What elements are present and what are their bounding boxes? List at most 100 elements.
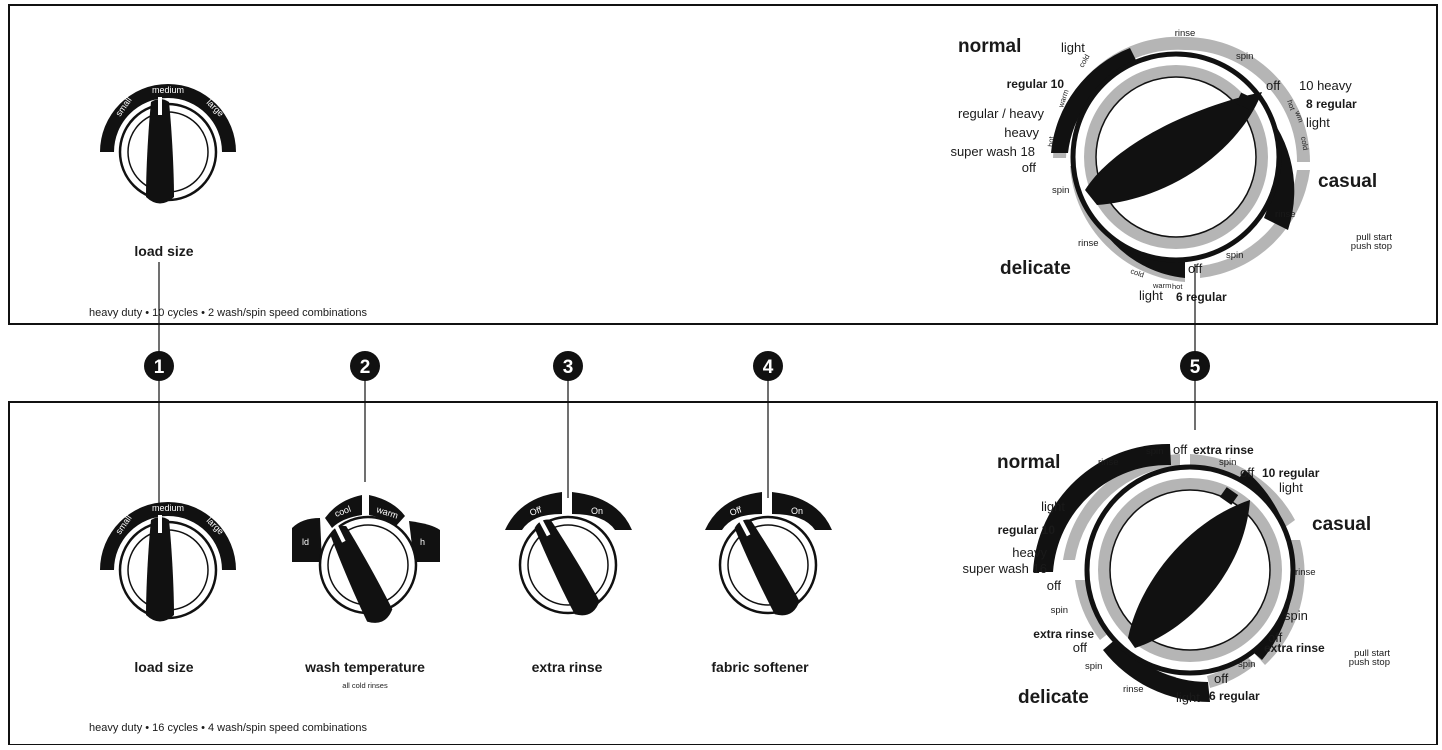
top-cold-normal: cold bbox=[1077, 53, 1092, 69]
bottom-spin-left: spin bbox=[1051, 605, 1068, 616]
bottom-off-left2: off bbox=[1073, 640, 1088, 655]
bottom-push-stop: push stop bbox=[1349, 657, 1390, 668]
wash-temperature-sublabel: all cold rinses bbox=[342, 681, 388, 690]
temp-h: h bbox=[420, 537, 425, 547]
top-casual-category: casual bbox=[1318, 171, 1377, 192]
callout-2-number: 2 bbox=[360, 357, 371, 378]
top-push-stop: push stop bbox=[1351, 241, 1392, 252]
top-super-wash-18: super wash 18 bbox=[950, 144, 1035, 159]
top-6-regular: 6 regular bbox=[1176, 290, 1227, 304]
top-wm-casual: wm bbox=[1293, 109, 1306, 124]
top-normal-category: normal bbox=[958, 36, 1021, 57]
bottom-light-delicate: light bbox=[1176, 690, 1200, 705]
bottom-off-right: off bbox=[1268, 630, 1283, 645]
fabric-softener-label: fabric softener bbox=[711, 659, 809, 675]
top-regular-heavy: regular / heavy bbox=[958, 106, 1044, 121]
top-cold-casual: cold bbox=[1299, 136, 1310, 151]
top-load-medium: medium bbox=[152, 85, 184, 95]
top-spin-left: spin bbox=[1052, 185, 1069, 196]
top-hot-casual: hot bbox=[1285, 99, 1297, 113]
top-light-normal: light bbox=[1061, 40, 1085, 55]
top-spin-top: spin bbox=[1236, 51, 1253, 62]
top-light-casual: light bbox=[1306, 115, 1330, 130]
callout-4: 4 bbox=[753, 351, 783, 381]
top-off-left: off bbox=[1022, 160, 1037, 175]
fabric-softener-on: On bbox=[791, 506, 803, 516]
top-panel-footer: heavy duty • 10 cycles • 2 wash/spin spe… bbox=[89, 307, 367, 319]
bottom-spin-bottom-left: spin bbox=[1085, 661, 1102, 672]
bottom-off-top-right: off bbox=[1240, 465, 1255, 480]
callout-2: 2 bbox=[350, 351, 380, 381]
bottom-10-regular: 10 regular bbox=[1262, 466, 1320, 480]
bottom-delicate-category: delicate bbox=[1018, 687, 1089, 708]
top-rinse-top: rinse bbox=[1175, 28, 1196, 39]
bottom-load-size-label: load size bbox=[134, 659, 193, 675]
callout-1: 1 bbox=[144, 351, 174, 381]
top-cold-delicate: cold bbox=[1129, 266, 1145, 279]
callout-1-number: 1 bbox=[154, 357, 165, 378]
bottom-light-casual: light bbox=[1279, 480, 1303, 495]
temp-ld: ld bbox=[302, 537, 309, 547]
bottom-cycle-labels: normal casual delicate rinse spin off ex… bbox=[962, 442, 1390, 708]
fabric-softener-off: Off bbox=[728, 504, 743, 518]
bottom-load-size-knob[interactable]: small medium large bbox=[100, 502, 236, 622]
top-10-heavy: 10 heavy bbox=[1299, 78, 1352, 93]
bottom-spin-right: spin bbox=[1284, 608, 1308, 623]
bottom-regular-10: regular 10 bbox=[998, 523, 1056, 537]
top-cycle-labels: normal casual delicate light cold regula… bbox=[950, 28, 1392, 304]
bottom-rinse-top-left: rinse bbox=[1098, 457, 1119, 468]
bottom-light-normal: light bbox=[1041, 499, 1065, 514]
top-panel-frame bbox=[8, 4, 1438, 325]
bottom-extra-rinse-right: extra rinse bbox=[1264, 641, 1325, 655]
top-off-top: off bbox=[1266, 78, 1281, 93]
wash-temperature-knob[interactable]: ld cool warm h bbox=[292, 495, 440, 628]
bottom-normal-category: normal bbox=[997, 452, 1060, 473]
fabric-softener-knob[interactable]: Off On bbox=[705, 492, 832, 621]
callout-leaders bbox=[158, 262, 1196, 532]
bottom-rinse-bottom-left: rinse bbox=[1123, 684, 1144, 695]
bottom-heavy: heavy bbox=[1012, 545, 1047, 560]
bottom-spin-top: spin bbox=[1146, 446, 1163, 457]
callout-3-number: 3 bbox=[563, 357, 574, 378]
bottom-off-bottom: off bbox=[1214, 671, 1229, 686]
extra-rinse-label: extra rinse bbox=[532, 659, 603, 675]
top-light-delicate: light bbox=[1139, 288, 1163, 303]
callout-5-number: 5 bbox=[1190, 357, 1201, 378]
bottom-panel-footer: heavy duty • 16 cycles • 4 wash/spin spe… bbox=[89, 722, 367, 734]
callout-3: 3 bbox=[553, 351, 583, 381]
bottom-extra-rinse-left: extra rinse bbox=[1033, 627, 1094, 641]
top-regular-10: regular 10 bbox=[1007, 77, 1065, 91]
top-cycle-dial[interactable] bbox=[1051, 36, 1310, 282]
top-hot-normal: hot bbox=[1046, 135, 1056, 147]
bottom-spin-bottom-right: spin bbox=[1238, 659, 1255, 670]
top-load-size-knob[interactable]: small medium large bbox=[100, 84, 236, 204]
extra-rinse-knob[interactable]: Off On bbox=[505, 492, 632, 621]
bottom-rinse-right: rinse bbox=[1295, 567, 1316, 578]
top-rinse-left: rinse bbox=[1078, 238, 1099, 249]
bottom-super-wash-16: super wash 16 bbox=[962, 561, 1047, 576]
callout-4-number: 4 bbox=[763, 357, 774, 378]
top-load-size-label: load size bbox=[134, 243, 193, 259]
top-hot-delicate: hot bbox=[1172, 282, 1183, 291]
bottom-cycle-dial[interactable] bbox=[1033, 443, 1305, 703]
top-warm-delicate: warm bbox=[1152, 281, 1171, 290]
bottom-spin-top-right: spin bbox=[1219, 457, 1236, 468]
top-rinse-right: rinse bbox=[1275, 209, 1296, 220]
top-off-bottom: off bbox=[1188, 261, 1203, 276]
top-delicate-category: delicate bbox=[1000, 258, 1071, 279]
wash-temperature-label: wash temperature bbox=[304, 659, 425, 675]
top-pull-start: pull start bbox=[1356, 232, 1392, 243]
bottom-casual-category: casual bbox=[1312, 514, 1371, 535]
bottom-off-left: off bbox=[1047, 578, 1062, 593]
top-heavy: heavy bbox=[1004, 125, 1039, 140]
extra-rinse-off: Off bbox=[528, 504, 543, 518]
bottom-load-medium: medium bbox=[152, 503, 184, 513]
callout-5: 5 bbox=[1180, 351, 1210, 381]
bottom-6-regular: 6 regular bbox=[1209, 689, 1260, 703]
bottom-off-top: off bbox=[1173, 442, 1188, 457]
top-spin-right: spin bbox=[1226, 250, 1243, 261]
top-8-regular: 8 regular bbox=[1306, 97, 1357, 111]
bottom-pull-start: pull start bbox=[1354, 648, 1390, 659]
